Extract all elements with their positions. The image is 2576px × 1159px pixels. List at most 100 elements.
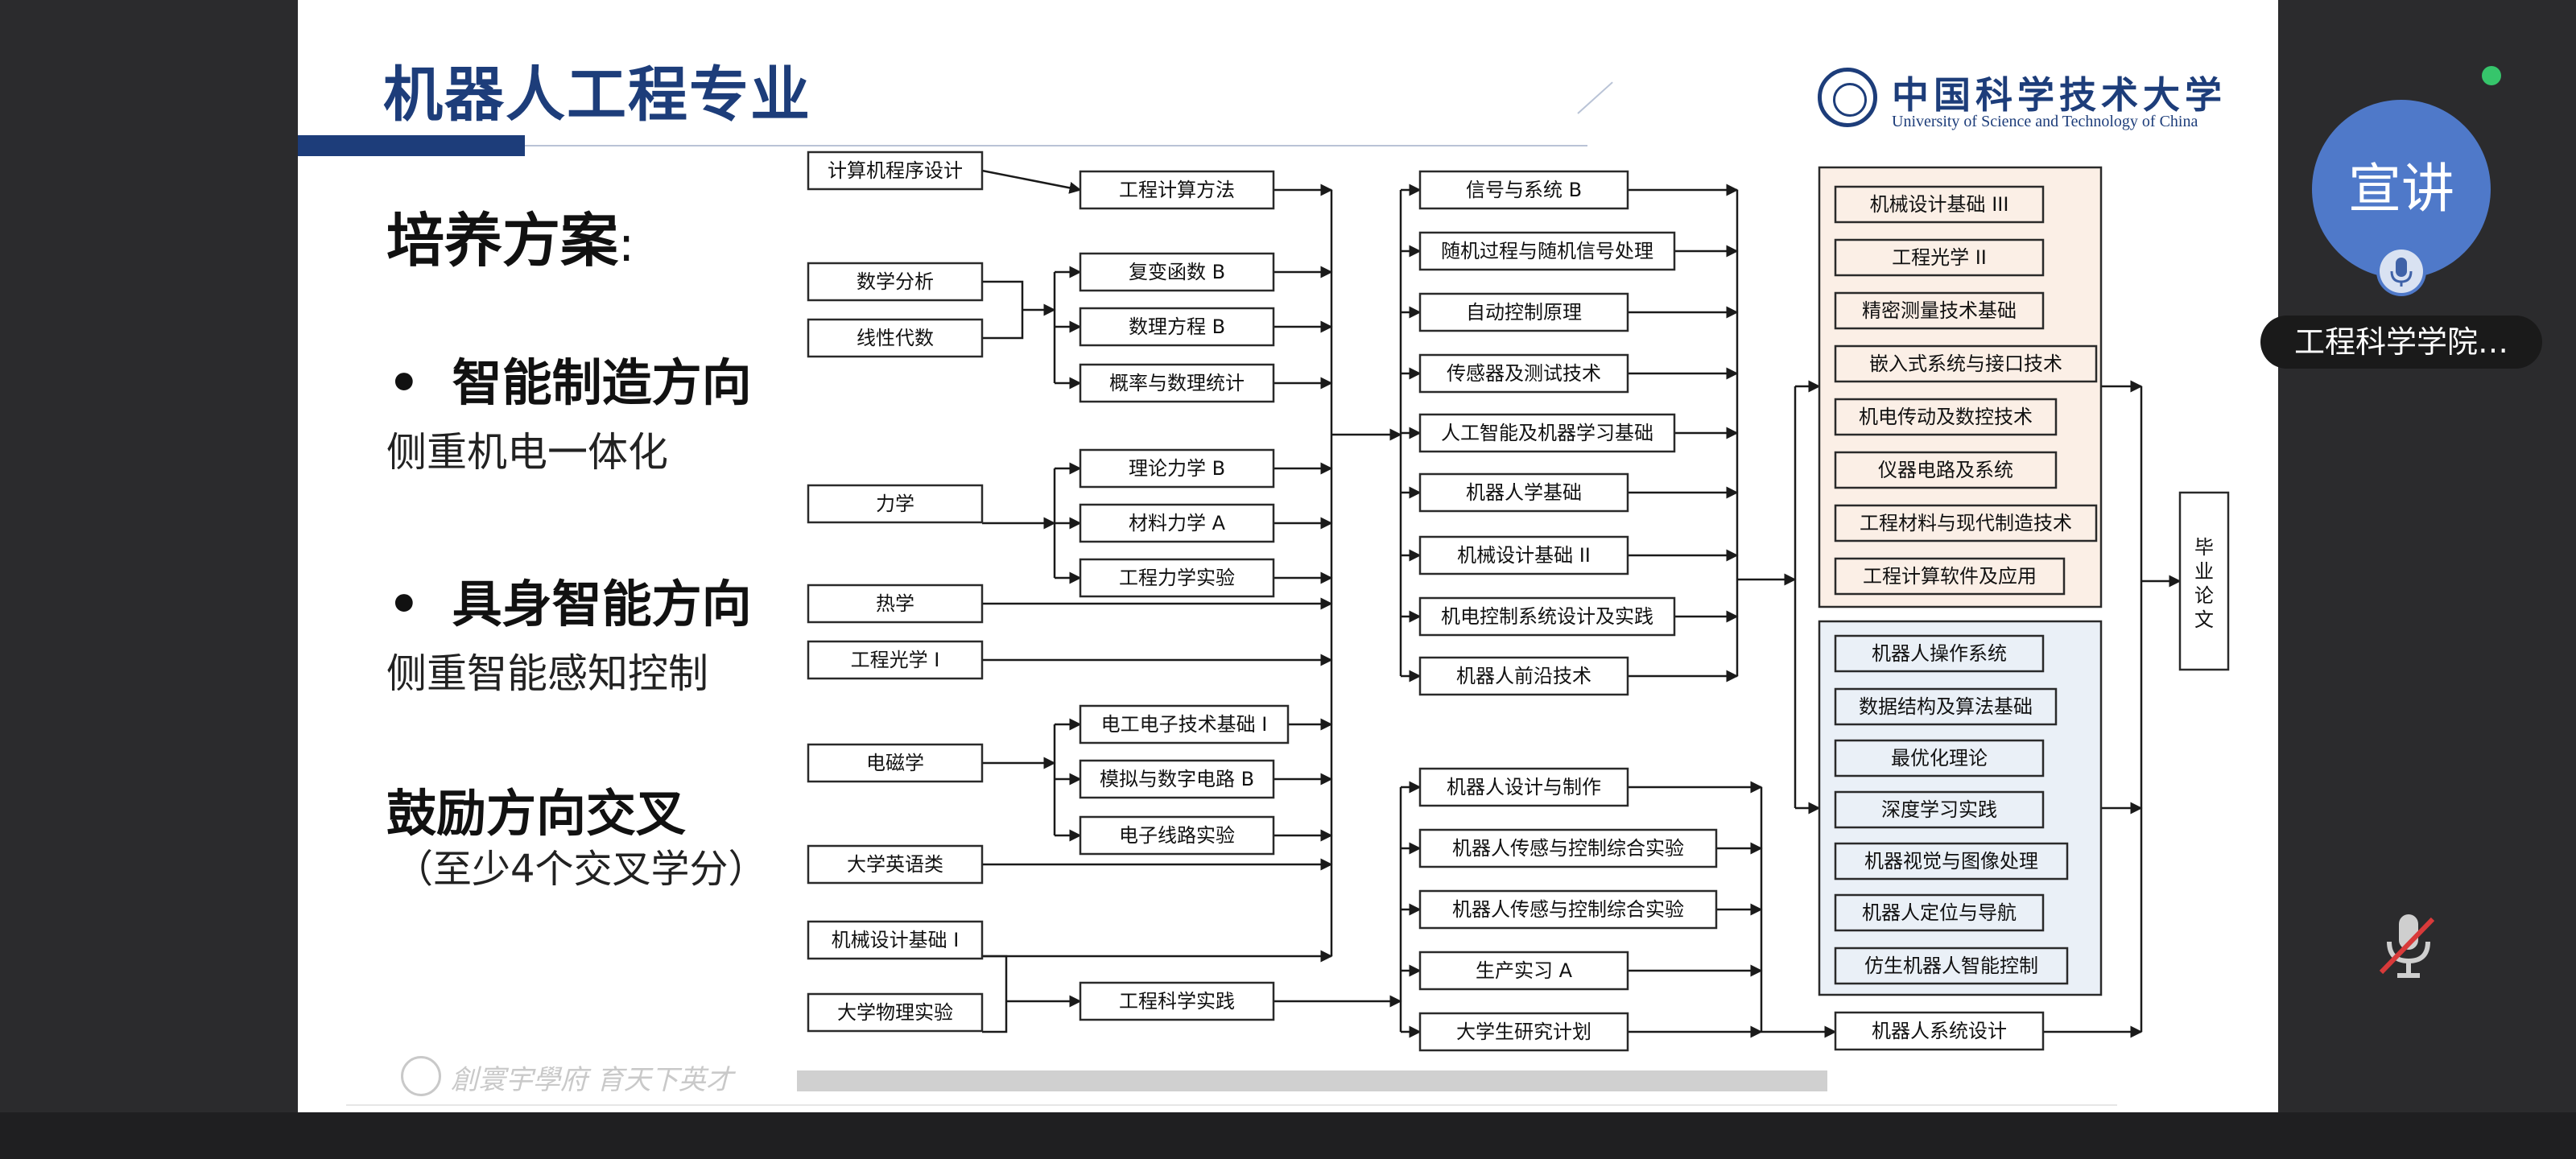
course-label: 最优化理论 xyxy=(1891,747,1988,769)
course-label: 数据结构及算法基础 xyxy=(1859,695,2033,718)
course-label: 机器人传感与控制综合实验 xyxy=(1452,837,1684,860)
course-box xyxy=(1079,503,1275,543)
direction-embodied-intelligence: • 具身智能方向 xyxy=(388,563,752,636)
course-manufacturing-7: 工程计算软件及应用 xyxy=(1834,557,2066,596)
course-embodied-2: 最优化理论 xyxy=(1834,739,2045,777)
course-label: 计算机程序设计 xyxy=(828,159,963,182)
course-label: 复变函数 B xyxy=(1129,261,1225,283)
course-label: 机电控制系统设计及实践 xyxy=(1441,605,1653,628)
course-col3a-8: 机器人前沿技术 xyxy=(1418,656,1629,696)
course-box xyxy=(2178,491,2230,671)
course-box xyxy=(1418,1012,1629,1052)
course-label: 机电传动及数控技术 xyxy=(1859,406,2033,428)
course-label: 数学分析 xyxy=(857,270,934,293)
course-box xyxy=(807,743,984,783)
course-box xyxy=(1079,307,1275,347)
course-box xyxy=(1418,767,1629,807)
course-box xyxy=(1834,739,2045,777)
course-box xyxy=(1418,889,1718,930)
course-label: 工程材料与现代制造技术 xyxy=(1860,512,2072,534)
thesis-char: 业 xyxy=(2194,560,2214,583)
cross-direction-title: 鼓励方向交叉 xyxy=(386,784,687,843)
course-box xyxy=(1079,170,1275,210)
course-col2-7: 电工电子技术基础 I xyxy=(1079,704,1290,744)
course-col3a-1: 随机过程与随机信号处理 xyxy=(1418,231,1676,271)
avatar-label: 宣讲 xyxy=(2348,158,2454,220)
course-manufacturing-5: 仪器电路及系统 xyxy=(1834,451,2058,489)
course-box xyxy=(1834,842,2069,881)
meeting-bottom-bar xyxy=(0,1112,2576,1159)
course-box xyxy=(1834,238,2045,277)
course-box xyxy=(1834,893,2045,932)
course-embodied-4: 机器视觉与图像处理 xyxy=(1834,842,2069,881)
course-col3a-2: 自动控制原理 xyxy=(1418,292,1629,332)
curriculum-heading: 培养方案: xyxy=(386,207,635,274)
course-col2-8: 模拟与数字电路 B xyxy=(1079,759,1275,799)
course-col2-9: 电子线路实验 xyxy=(1079,815,1275,856)
footer-motto: 創寰宇學府 育天下英才 xyxy=(451,1064,733,1096)
course-box xyxy=(1834,185,2045,224)
course-label: 工程力学实验 xyxy=(1119,567,1235,589)
course-label: 机械设计基础 III xyxy=(1870,193,2009,216)
thesis-char: 毕 xyxy=(2194,536,2214,559)
course-box xyxy=(807,484,984,524)
course-label: 仪器电路及系统 xyxy=(1878,459,2013,481)
course-box xyxy=(1834,398,2058,436)
course-label: 机械设计基础 II xyxy=(1457,544,1591,567)
course-manufacturing-6: 工程材料与现代制造技术 xyxy=(1834,504,2098,542)
footer-line xyxy=(346,1104,2117,1106)
course-label: 大学物理实验 xyxy=(837,1001,953,1024)
course-label: 机器人操作系统 xyxy=(1872,642,2007,665)
cross-direction-note: （至少4个交叉学分） xyxy=(394,847,767,892)
course-label: 线性代数 xyxy=(857,327,934,349)
course-label: 精密测量技术基础 xyxy=(1862,299,2017,322)
course-col2-1: 复变函数 B xyxy=(1079,252,1275,292)
course-box xyxy=(1834,1011,2045,1051)
course-label: 工程光学 I xyxy=(851,649,940,671)
course-box xyxy=(1418,596,1676,637)
course-manufacturing-3: 嵌入式系统与接口技术 xyxy=(1834,344,2098,383)
bullet: • xyxy=(388,353,420,412)
course-col1-1: 数学分析 xyxy=(807,262,984,302)
course-col1-2: 线性代数 xyxy=(807,318,984,358)
course-box xyxy=(1834,557,2066,596)
course-label: 机械设计基础 I xyxy=(832,929,960,951)
course-label: 信号与系统 B xyxy=(1466,179,1582,201)
course-box xyxy=(1418,413,1676,453)
course-col3b-0: 机器人设计与制作 xyxy=(1418,767,1629,807)
bullet: • xyxy=(388,575,420,633)
course-box xyxy=(1079,363,1275,403)
course-system-design: 机器人系统设计 xyxy=(1834,1011,2045,1051)
course-box xyxy=(1834,451,2058,489)
direction-title: 具身智能方向 xyxy=(452,575,752,633)
course-label: 工程计算软件及应用 xyxy=(1863,565,2037,588)
presentation-slide: 机器人工程专业 中国科学技术大学 University of Science a… xyxy=(298,0,2278,1112)
course-col1-7: 大学英语类 xyxy=(807,844,984,885)
course-label: 电工电子技术基础 I xyxy=(1101,713,1268,736)
course-col3a-7: 机电控制系统设计及实践 xyxy=(1418,596,1676,637)
course-box xyxy=(1079,252,1275,292)
course-label: 电磁学 xyxy=(866,752,924,774)
course-box xyxy=(1079,704,1290,744)
course-box xyxy=(1418,951,1629,991)
direction-title: 智能制造方向 xyxy=(452,353,752,412)
participant-name-pill[interactable]: 工程科学学院… xyxy=(2260,316,2542,369)
course-col2-5: 材料力学 A xyxy=(1079,503,1275,543)
course-label: 机器人前沿技术 xyxy=(1456,665,1591,687)
course-col2-6: 工程力学实验 xyxy=(1079,558,1275,598)
microphone-muted-icon[interactable] xyxy=(2376,908,2441,985)
course-label: 工程光学 II xyxy=(1892,246,1987,269)
course-col3a-4: 人工智能及机器学习基础 xyxy=(1418,413,1676,453)
course-col2-2: 数理方程 B xyxy=(1079,307,1275,347)
university-logo-icon xyxy=(1818,68,1877,127)
course-box xyxy=(807,318,984,358)
direction-intelligent-manufacturing: • 智能制造方向 xyxy=(388,342,752,415)
course-col3a-6: 机械设计基础 II xyxy=(1418,535,1629,575)
course-box xyxy=(807,920,984,960)
connector-line xyxy=(982,280,1024,340)
course-label: 大学英语类 xyxy=(847,853,943,876)
thesis-char: 论 xyxy=(2194,584,2214,607)
course-box xyxy=(1834,947,2069,985)
course-box xyxy=(1418,292,1629,332)
university-logo: 中国科学技术大学 University of Science and Techn… xyxy=(1818,64,2222,137)
